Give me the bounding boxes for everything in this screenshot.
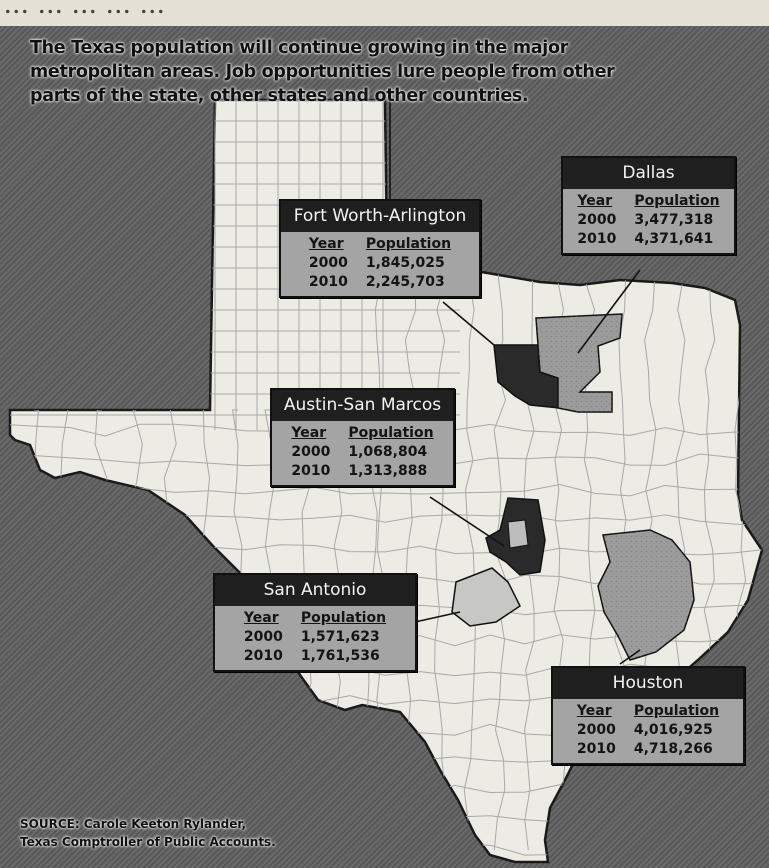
leader-line-fort-worth	[442, 301, 495, 346]
population-table: Year Population 2000 4,016,925 2010 4,71…	[568, 702, 728, 759]
population-cell: 1,845,025	[365, 255, 445, 271]
year-cell: 2010	[308, 274, 348, 290]
population-table: Year Population 2000 3,477,318 2010 4,37…	[568, 192, 728, 249]
year-header: Year	[291, 425, 327, 441]
year-cell: 2000	[576, 722, 616, 738]
year-header: Year	[576, 703, 612, 719]
county-line	[463, 249, 477, 851]
population-cell: 4,718,266	[633, 741, 713, 757]
metro-label-fort-worth-arlington: Fort Worth-Arlington Year Population 200…	[279, 199, 481, 298]
year-cell: 2010	[576, 741, 616, 757]
austin-inner-county	[507, 519, 529, 549]
population-header: Population	[300, 610, 387, 626]
county-line	[27, 409, 39, 853]
leader-lines	[389, 100, 641, 665]
san-antonio-counties	[451, 567, 521, 627]
dallas-counties-pattern	[536, 314, 622, 412]
year-header: Year	[577, 193, 613, 209]
population-table: Year Population 2000 1,571,623 2010 1,76…	[235, 609, 395, 666]
metro-label-dallas: Dallas Year Population 2000 3,477,318 20…	[561, 156, 736, 255]
population-table: Year Population 2000 1,068,804 2010 1,31…	[282, 424, 442, 481]
metro-name: Dallas	[563, 158, 734, 189]
metro-name: San Antonio	[215, 575, 415, 606]
year-cell: 2000	[577, 212, 617, 228]
county-line	[765, 250, 769, 850]
population-cell: 4,016,925	[633, 722, 713, 738]
population-cell: 2,245,703	[365, 274, 445, 290]
population-header: Population	[634, 193, 720, 209]
population-header: Population	[348, 425, 434, 441]
metro-label-san-antonio: San Antonio Year Population 2000 1,571,6…	[213, 573, 417, 672]
population-table: Year Population 2000 1,845,025 2010 2,24…	[300, 235, 460, 292]
year-cell: 2010	[577, 231, 617, 247]
population-cell: 1,313,888	[348, 463, 428, 479]
clipped-heading-text: ... ... ... ... ...	[4, 0, 166, 20]
metro-label-austin-san-marcos: Austin-San Marcos Year Population 2000 1…	[270, 388, 455, 487]
year-cell: 2010	[243, 648, 283, 664]
county-line	[434, 249, 447, 851]
year-cell: 2010	[291, 463, 331, 479]
source-credit: SOURCE: Carole Keeton Rylander, Texas Co…	[20, 815, 380, 851]
leader-line-austin	[429, 496, 505, 547]
metro-name: Austin-San Marcos	[272, 390, 453, 421]
county-line	[10, 783, 762, 797]
leader-line-san-antonio	[414, 611, 461, 623]
population-cell: 4,371,641	[634, 231, 714, 247]
population-cell: 1,068,804	[348, 444, 428, 460]
population-header: Population	[365, 236, 452, 252]
county-line	[0, 410, 7, 852]
map-caption: The Texas population will continue growi…	[30, 38, 615, 106]
source-line: Texas Comptroller of Public Accounts.	[20, 835, 276, 849]
clipped-heading-strip: ... ... ... ... ...	[0, 0, 769, 26]
metro-label-houston: Houston Year Population 2000 4,016,925 2…	[551, 666, 745, 765]
year-cell: 2000	[291, 444, 331, 460]
metro-name: Fort Worth-Arlington	[281, 201, 479, 232]
source-line: SOURCE: Carole Keeton Rylander,	[20, 817, 247, 831]
population-cell: 3,477,318	[634, 212, 714, 228]
year-header: Year	[308, 236, 344, 252]
houston-counties-pattern	[598, 530, 694, 660]
metro-name: Houston	[553, 668, 743, 699]
population-cell: 1,761,536	[300, 648, 380, 664]
year-cell: 2000	[243, 629, 283, 645]
population-cell: 1,571,623	[300, 629, 380, 645]
population-header: Population	[633, 703, 720, 719]
year-cell: 2000	[308, 255, 348, 271]
year-header: Year	[243, 610, 279, 626]
leader-line-houston	[619, 649, 641, 665]
leader-line-dallas	[577, 269, 641, 354]
